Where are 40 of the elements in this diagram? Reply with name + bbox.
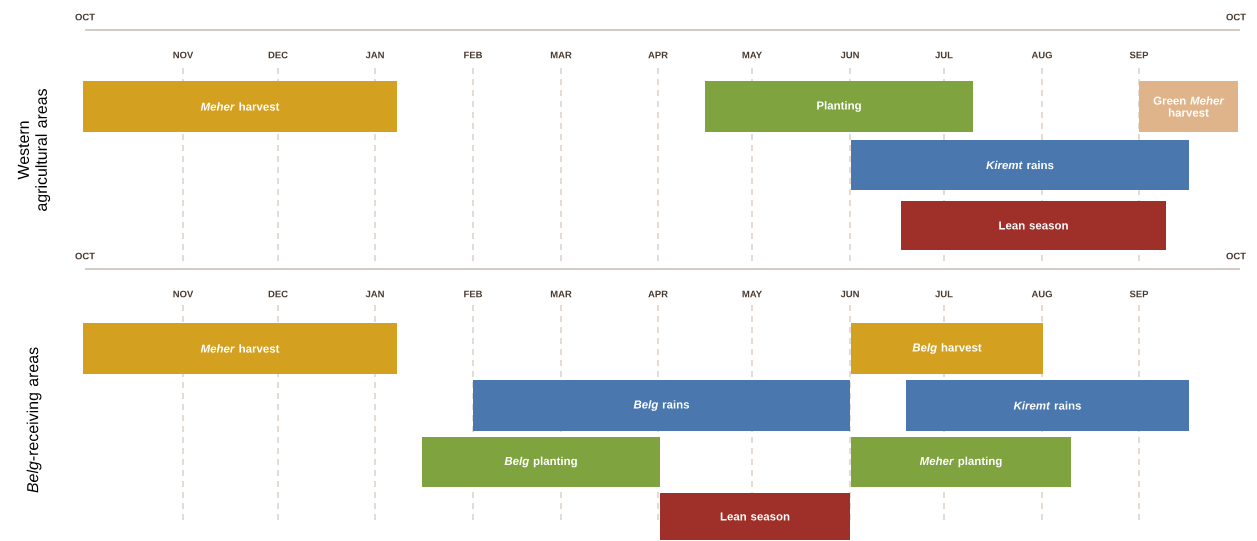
panel-label: Western agricultural areas <box>17 89 51 211</box>
timeline-bar: Belg rains <box>473 380 850 431</box>
timeline-bar: Meher harvest <box>83 323 397 374</box>
month-label: JUL <box>935 51 953 59</box>
timeline-bar: Belg planting <box>422 437 660 487</box>
timeline-bar: Kiremt rains <box>906 380 1189 431</box>
month-label: OCT <box>75 252 95 260</box>
month-label: OCT <box>1226 252 1246 260</box>
month-label: JAN <box>365 290 384 298</box>
month-label: AUG <box>1031 290 1052 298</box>
month-label: APR <box>648 51 668 59</box>
month-label: FEB <box>464 51 483 59</box>
timeline-bar: Lean season <box>901 201 1166 250</box>
month-label: APR <box>648 290 668 298</box>
timeline-bar: Planting <box>705 81 973 132</box>
timeline-bar: Green Meher harvest <box>1139 81 1238 132</box>
timeline-bar: Meher planting <box>851 437 1071 487</box>
month-label: JUN <box>840 51 859 59</box>
month-label: AUG <box>1031 51 1052 59</box>
month-label: DEC <box>268 290 288 298</box>
month-label: SEP <box>1129 51 1149 59</box>
month-label: FEB <box>464 290 483 298</box>
month-label: MAY <box>742 290 762 298</box>
panel-label: Belg-receiving areas <box>26 347 42 493</box>
month-label: OCT <box>1226 13 1246 21</box>
month-label: NOV <box>173 51 194 59</box>
month-label: OCT <box>75 13 95 21</box>
month-label: SEP <box>1129 290 1149 298</box>
month-label: MAY <box>742 51 762 59</box>
timeline-bar: Kiremt rains <box>851 140 1189 190</box>
month-label: JAN <box>365 51 384 59</box>
month-label: MAR <box>550 290 572 298</box>
timeline-bar: Belg harvest <box>851 323 1043 374</box>
timeline-bar: Meher harvest <box>83 81 397 132</box>
month-label: JUL <box>935 290 953 298</box>
month-label: NOV <box>173 290 194 298</box>
month-label: DEC <box>268 51 288 59</box>
month-label: MAR <box>550 51 572 59</box>
timeline-bar: Lean season <box>660 493 850 540</box>
month-label: JUN <box>840 290 859 298</box>
